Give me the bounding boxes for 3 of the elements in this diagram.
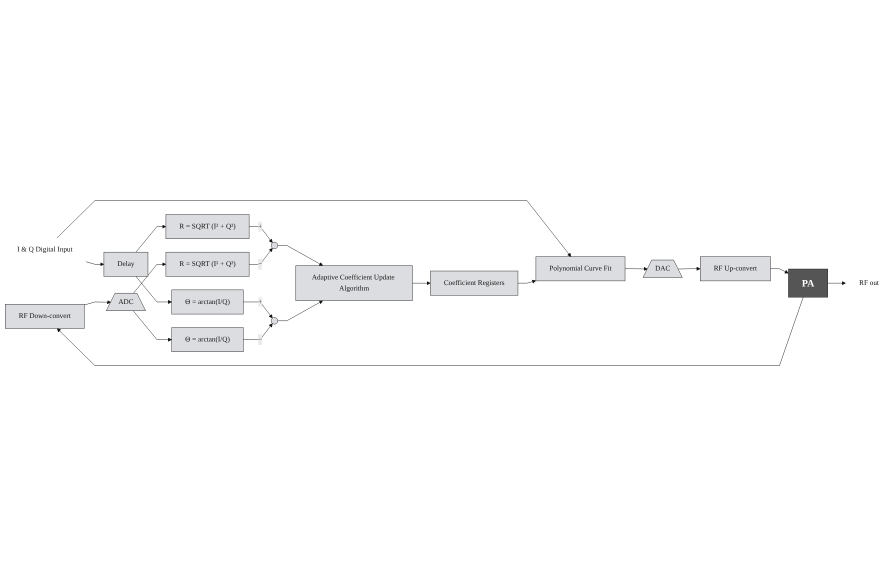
node-circle — [270, 242, 278, 249]
node-circle — [270, 317, 278, 324]
node-box: PA — [788, 268, 828, 298]
